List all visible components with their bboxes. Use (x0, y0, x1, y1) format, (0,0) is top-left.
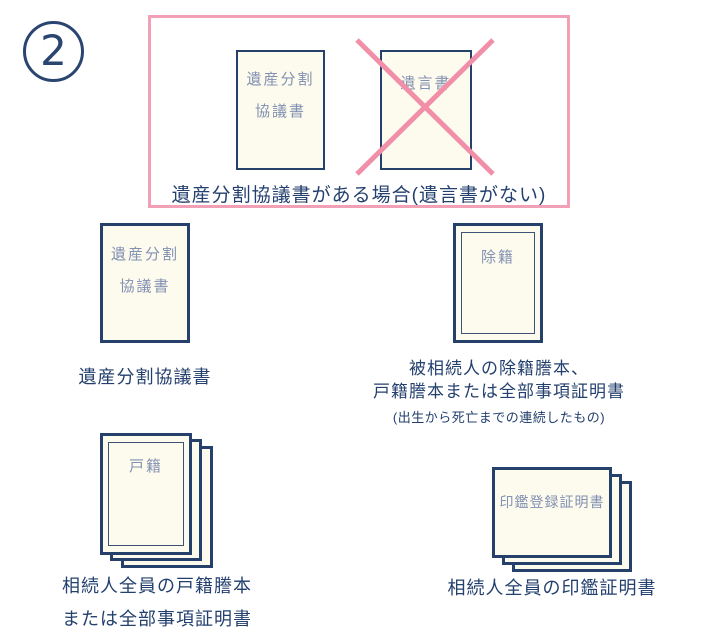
agreement-main-label-line2: 協議書 (119, 278, 171, 295)
koseki-caption-line2: または全部事項証明書 (62, 609, 252, 629)
koseki-stack-page1: 戸籍 (100, 433, 192, 555)
will-document-label: 遺言書 (400, 75, 452, 92)
koseki-caption: 相続人全員の戸籍謄本 または全部事項証明書 (62, 570, 252, 636)
joseki-document-icon: 除籍 (453, 223, 543, 343)
step-number: 2 (40, 25, 67, 75)
agreement-document-main-icon: 遺産分割 協議書 (100, 223, 190, 343)
step-badge: 2 (23, 21, 84, 82)
koseki-caption-line1: 相続人全員の戸籍謄本 (62, 576, 252, 596)
joseki-caption-line1: 被相続人の除籍謄本、 (409, 359, 589, 378)
agreement-caption: 遺産分割協議書 (78, 367, 212, 387)
will-document-icon: 遺言書 (380, 50, 472, 170)
agreement-main-label-line1: 遺産分割 (110, 246, 179, 263)
cross-out-icon (355, 38, 495, 176)
joseki-document-label: 除籍 (480, 249, 515, 266)
joseki-caption: 被相続人の除籍謄本、 戸籍謄本または全部事項証明書 (出生から死亡までの連続した… (357, 357, 641, 429)
koseki-document-inner-border (108, 442, 184, 546)
inkan-stack-card1: 印鑑登録証明書 (492, 467, 612, 558)
inkan-document-label: 印鑑登録証明書 (499, 494, 605, 510)
joseki-document-inner-border (461, 232, 535, 334)
agreement-document-icon: 遺産分割 協議書 (236, 50, 325, 170)
koseki-document-label: 戸籍 (128, 458, 163, 475)
joseki-caption-line2: 戸籍謄本または全部事項証明書 (373, 382, 625, 401)
agreement-document-main-label: 遺産分割 協議書 (103, 239, 187, 303)
agreement-document-label-line1: 遺産分割 (246, 71, 315, 88)
joseki-caption-note: (出生から死亡までの連続したもの) (392, 410, 606, 425)
condition-highlight-box: 遺産分割 協議書 遺言書 遺産分割協議書がある場合(遺言書がない) (148, 15, 570, 208)
agreement-document-label: 遺産分割 協議書 (238, 64, 323, 128)
inkan-caption: 相続人全員の印鑑証明書 (447, 578, 657, 598)
agreement-document-label-line2: 協議書 (254, 103, 306, 120)
condition-caption: 遺産分割協議書がある場合(遺言書がない) (171, 185, 547, 206)
